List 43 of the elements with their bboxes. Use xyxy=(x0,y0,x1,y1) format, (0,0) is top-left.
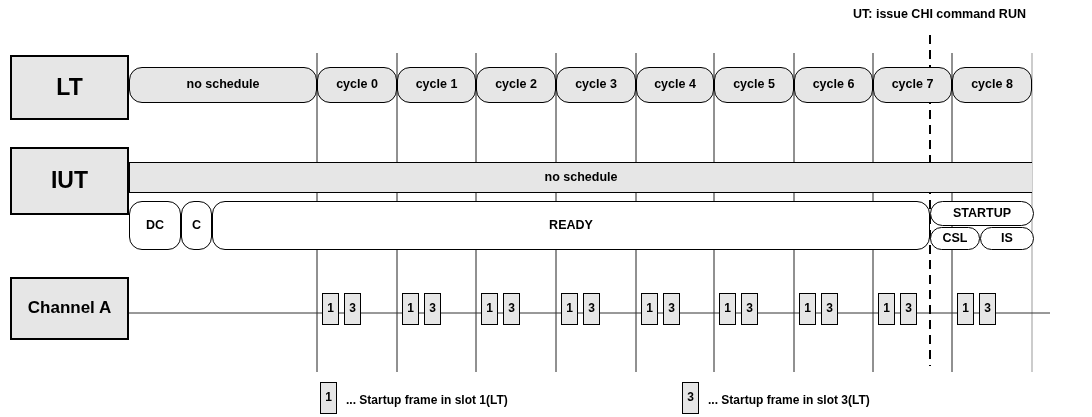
signal-label-box: Channel A xyxy=(10,277,129,340)
cycle-bar: cycle 3 xyxy=(556,67,636,103)
state-bar: IS xyxy=(980,227,1034,250)
frame-box: 1 xyxy=(799,293,816,325)
frame-box: 1 xyxy=(957,293,974,325)
cycle-bar: cycle 0 xyxy=(317,67,397,103)
state-bar: CSL xyxy=(930,227,980,250)
frame-box: 1 xyxy=(561,293,578,325)
frame-box: 3 xyxy=(583,293,600,325)
frame-box: 3 xyxy=(682,382,699,414)
cycle-bar: cycle 8 xyxy=(952,67,1032,103)
state-bar: DC xyxy=(129,201,181,250)
frame-box: 1 xyxy=(320,382,337,414)
frame-box: 3 xyxy=(821,293,838,325)
frame-box: 3 xyxy=(900,293,917,325)
cycle-bar: cycle 6 xyxy=(794,67,873,103)
state-bar: no schedule xyxy=(129,162,1032,193)
state-bar: C xyxy=(181,201,212,250)
frame-box: 1 xyxy=(322,293,339,325)
cycle-bar: cycle 7 xyxy=(873,67,952,103)
frame-box: 1 xyxy=(481,293,498,325)
signal-label-box: IUT xyxy=(10,147,129,215)
cycle-bar: cycle 4 xyxy=(636,67,714,103)
frame-box: 3 xyxy=(741,293,758,325)
frame-box: 3 xyxy=(344,293,361,325)
frame-box: 3 xyxy=(663,293,680,325)
frame-box: 3 xyxy=(503,293,520,325)
frame-box: 1 xyxy=(402,293,419,325)
cycle-bar: cycle 1 xyxy=(397,67,476,103)
frame-box: 3 xyxy=(424,293,441,325)
cycle-bar: cycle 5 xyxy=(714,67,794,103)
frame-box: 1 xyxy=(641,293,658,325)
frame-box: 3 xyxy=(979,293,996,325)
signal-label-box: LT xyxy=(10,55,129,120)
state-bar: READY xyxy=(212,201,930,250)
state-bar: no schedule xyxy=(129,67,317,103)
state-bar: STARTUP xyxy=(930,201,1034,226)
legend-text: ... Startup frame in slot 1(LT) xyxy=(346,393,508,407)
frame-box: 1 xyxy=(878,293,895,325)
legend-text: ... Startup frame in slot 3(LT) xyxy=(708,393,870,407)
cycle-bar: cycle 2 xyxy=(476,67,556,103)
frame-box: 1 xyxy=(719,293,736,325)
event-annotation: UT: issue CHI command RUN xyxy=(853,7,1026,21)
